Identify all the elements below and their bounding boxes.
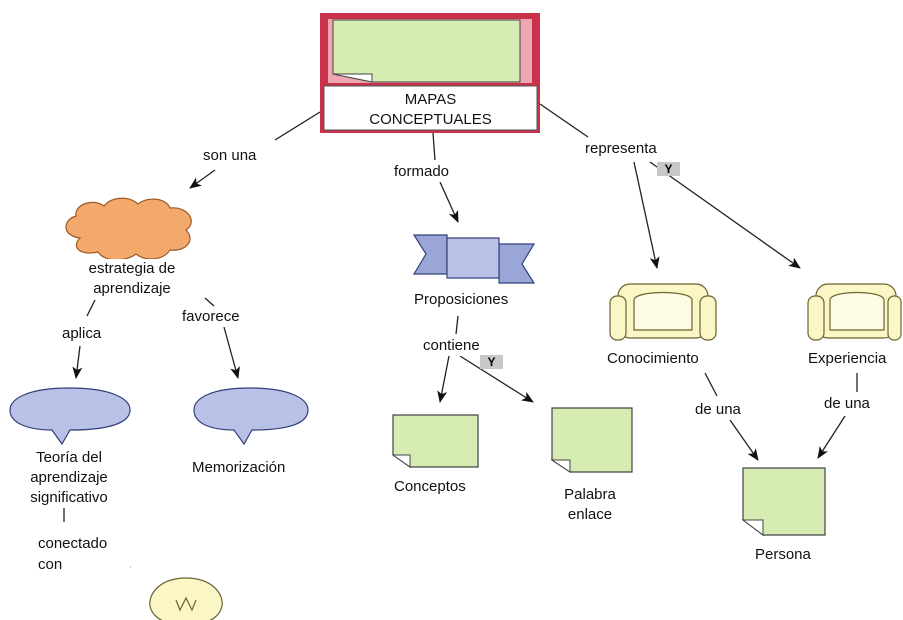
link-son-una: son una [203, 146, 257, 166]
edge-estrategia-aplica [86, 299, 96, 317]
root-node[interactable] [320, 13, 540, 133]
concept-palabra-enlace[interactable]: Palabra enlace [550, 485, 630, 525]
concept-conocimiento[interactable]: Conocimiento [607, 349, 699, 369]
link-de-una-left: de una [695, 400, 741, 420]
connectors [63, 103, 858, 571]
edge-contiene-conceptos [437, 355, 450, 403]
edge-deuna-persona-right [817, 415, 846, 459]
link-representa: representa [585, 139, 657, 159]
edge-proposiciones-contiene [455, 315, 459, 335]
edge-representa-conocimiento [633, 161, 660, 269]
document-icon[interactable] [391, 414, 479, 468]
link-formado: formado [394, 162, 450, 182]
scroll-icon[interactable] [807, 283, 902, 341]
and-badge: Y [480, 355, 503, 369]
document-icon[interactable] [741, 467, 826, 536]
speech-bubble-icon[interactable] [9, 387, 131, 446]
concept-experiencia[interactable]: Experiencia [808, 349, 903, 369]
concept-memorizacion[interactable]: Memorización [192, 458, 286, 478]
svg-text:Y: Y [487, 355, 495, 369]
concept-estrategia[interactable]: estrategia de aprendizaje [62, 259, 202, 299]
edge-root-sonuna [274, 111, 321, 141]
lightbulb-icon[interactable] [149, 577, 223, 620]
link-contiene: contiene [423, 336, 480, 356]
svg-text:Y: Y [664, 162, 672, 176]
edge-representa-experiencia [649, 161, 801, 269]
link-de-una-right: de una [824, 394, 870, 414]
concept-persona[interactable]: Persona [755, 545, 811, 565]
edge-root-formado [432, 132, 436, 161]
edge-aplica-teoria [72, 345, 83, 379]
edge-favorece-memorizacion [223, 326, 240, 379]
cloud-icon[interactable] [65, 197, 192, 261]
concept-conceptos[interactable]: Conceptos [394, 477, 466, 497]
link-aplica: aplica [62, 324, 102, 344]
root-title: MAPAS CONCEPTUALES [369, 91, 492, 128]
link-favorece: favorece [182, 307, 240, 327]
link-conectado-con: conectado con [38, 533, 130, 575]
scroll-icon[interactable] [609, 283, 717, 341]
edge-root-representa [539, 103, 589, 138]
edge-sonuna-estrategia [189, 169, 216, 189]
document-icon [332, 19, 521, 83]
edge-contiene-palabra [459, 355, 534, 403]
edge-formado-proposiciones [439, 181, 459, 223]
edge-deuna-persona-left [729, 419, 759, 461]
and-badge: Y [657, 162, 680, 176]
concept-proposiciones[interactable]: Proposiciones [414, 290, 509, 310]
concept-teoria[interactable]: Teoría del aprendizaje significativo [10, 448, 128, 508]
edge-conocimiento-deuna [704, 372, 718, 397]
edge-estrategia-favorece [204, 297, 215, 307]
speech-bubble-icon[interactable] [193, 387, 309, 446]
document-icon[interactable] [550, 407, 633, 473]
ribbon-icon[interactable] [412, 234, 536, 284]
